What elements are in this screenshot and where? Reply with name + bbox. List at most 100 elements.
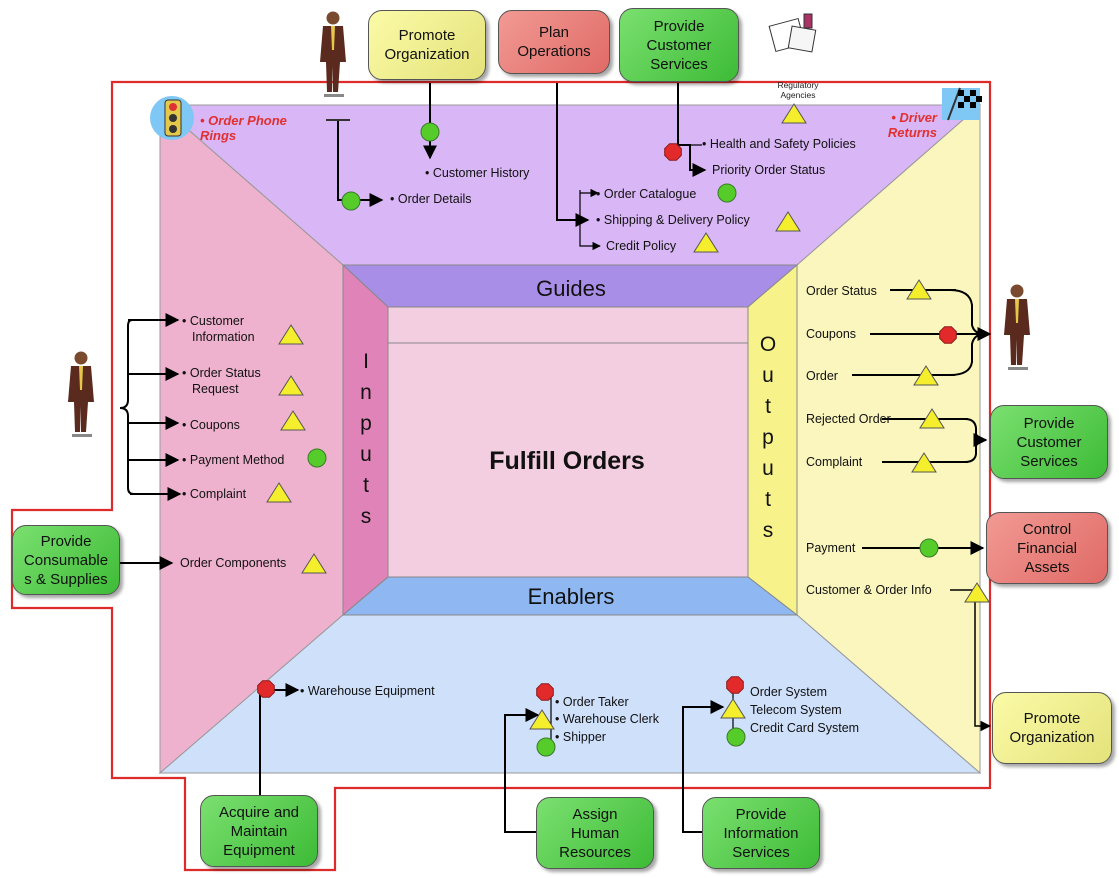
outputs-letter: p	[762, 426, 774, 449]
outputs-item: Coupons	[806, 327, 856, 341]
inputs-letter: t	[363, 474, 369, 497]
inputs-item: Order Components	[180, 556, 286, 570]
outputs-item: Customer & Order Info	[806, 583, 932, 597]
enablers-item: • Warehouse Equipment	[300, 684, 435, 698]
octagon-icon	[257, 680, 275, 698]
scope-boundary	[10, 80, 992, 872]
guides-connectors	[337, 83, 707, 251]
person-icon	[1004, 284, 1030, 370]
triangle-icon	[781, 103, 807, 124]
enablers-item: Credit Card System	[750, 721, 859, 735]
inputs-connectors	[117, 313, 182, 570]
enablers-item: • Order Taker	[555, 695, 629, 709]
outputs-letter: t	[765, 488, 771, 511]
documents-stamp-icon	[768, 13, 817, 53]
triangle-icon	[913, 365, 939, 386]
circle-icon	[919, 538, 939, 558]
box-label: Promote Organization	[384, 27, 470, 63]
plan-operations-box[interactable]: Plan Operations	[498, 10, 610, 74]
guides-item: Priority Order Status	[712, 163, 825, 177]
box-label: Control Financial Assets	[1016, 520, 1078, 576]
promote-organization-right-box[interactable]: Promote Organization	[992, 692, 1112, 764]
triangle-icon	[906, 279, 932, 300]
box-label: Acquire and Maintain Equipment	[218, 803, 300, 859]
inputs-item: • Payment Method	[182, 453, 284, 467]
outputs-item: Rejected Order	[806, 412, 891, 426]
outputs-letter: t	[765, 395, 771, 418]
triangle-icon	[720, 698, 746, 719]
triangle-icon	[919, 408, 945, 429]
triangle-icon	[964, 582, 990, 603]
outputs-item: Complaint	[806, 455, 863, 469]
guides-item: • Health and Safety Policies	[702, 137, 856, 151]
inputs-item: • Complaint	[182, 487, 247, 501]
outputs-item: Payment	[806, 541, 856, 555]
outputs-letter: u	[762, 364, 774, 387]
outputs-letter: O	[760, 333, 776, 356]
inputs-letter: s	[361, 505, 372, 528]
center-box	[387, 306, 749, 578]
box-label: Provide Consumable s & Supplies	[23, 532, 109, 588]
person-icon	[320, 11, 346, 97]
outputs-item: Order Status	[806, 284, 877, 298]
outputs-letter: s	[763, 519, 774, 542]
triangle-icon	[911, 452, 937, 473]
center-title: Fulfill Orders	[489, 447, 645, 475]
promote-organization-top-box[interactable]: Promote Organization	[368, 10, 486, 80]
inputs-letter: I	[363, 350, 369, 373]
traffic-light-icon	[150, 96, 194, 140]
circle-icon	[307, 448, 327, 468]
enablers-item: • Warehouse Clerk	[555, 712, 660, 726]
inputs-letter: p	[360, 412, 372, 435]
provide-customer-services-right-box[interactable]: Provide Customer Services	[990, 405, 1108, 479]
triangle-icon	[280, 410, 306, 431]
guides-items: • Customer History • Order Details • Hea…	[390, 137, 856, 253]
circle-icon	[536, 737, 556, 757]
enablers-item: Telecom System	[750, 703, 842, 717]
provide-customer-services-top-box[interactable]: Provide Customer Services	[619, 8, 739, 82]
triangle-icon	[278, 375, 304, 396]
enablers-item: Order System	[750, 685, 827, 699]
circle-icon	[341, 191, 361, 211]
triangle-icon	[301, 553, 327, 574]
triangle-icon	[529, 709, 555, 730]
assign-human-resources-box[interactable]: Assign Human Resources	[536, 797, 654, 869]
guides-label: Guides	[536, 276, 606, 301]
provide-consumables-box[interactable]: Provide Consumable s & Supplies	[12, 525, 120, 595]
inputs-letter: n	[360, 381, 372, 404]
guides-item: • Customer History	[425, 166, 530, 180]
box-label: Plan Operations	[517, 24, 591, 60]
inputs-letter: u	[360, 443, 372, 466]
triangle-icon	[266, 482, 292, 503]
guides-item: • Shipping & Delivery Policy	[596, 213, 751, 227]
circle-icon	[420, 122, 440, 142]
enablers-label: Enablers	[528, 584, 615, 609]
box-label: Provide Customer Services	[1016, 414, 1082, 470]
triangle-icon	[775, 211, 801, 232]
enablers-items: • Warehouse Equipment • Order Taker • Wa…	[300, 684, 859, 744]
outputs-item: Order	[806, 369, 838, 383]
person-icon	[68, 351, 94, 437]
circle-icon	[726, 727, 746, 747]
box-label: Provide Customer Services	[646, 17, 712, 73]
control-financial-assets-box[interactable]: Control Financial Assets	[986, 512, 1108, 584]
outputs-letter: u	[762, 457, 774, 480]
triangle-icon	[693, 232, 719, 253]
octagon-icon	[939, 326, 957, 344]
guides-item: Credit Policy	[606, 239, 677, 253]
octagon-icon	[536, 683, 554, 701]
octagon-icon	[726, 676, 744, 694]
inputs-bevel	[342, 263, 389, 617]
enablers-item: • Shipper	[555, 730, 606, 744]
circle-icon	[717, 183, 737, 203]
guides-item: • Order Details	[390, 192, 472, 206]
provide-information-services-box[interactable]: Provide Information Services	[702, 797, 820, 869]
acquire-maintain-equipment-box[interactable]: Acquire and Maintain Equipment	[200, 795, 318, 867]
inputs-item: • Coupons	[182, 418, 240, 432]
box-label: Provide Information Services	[723, 805, 799, 861]
